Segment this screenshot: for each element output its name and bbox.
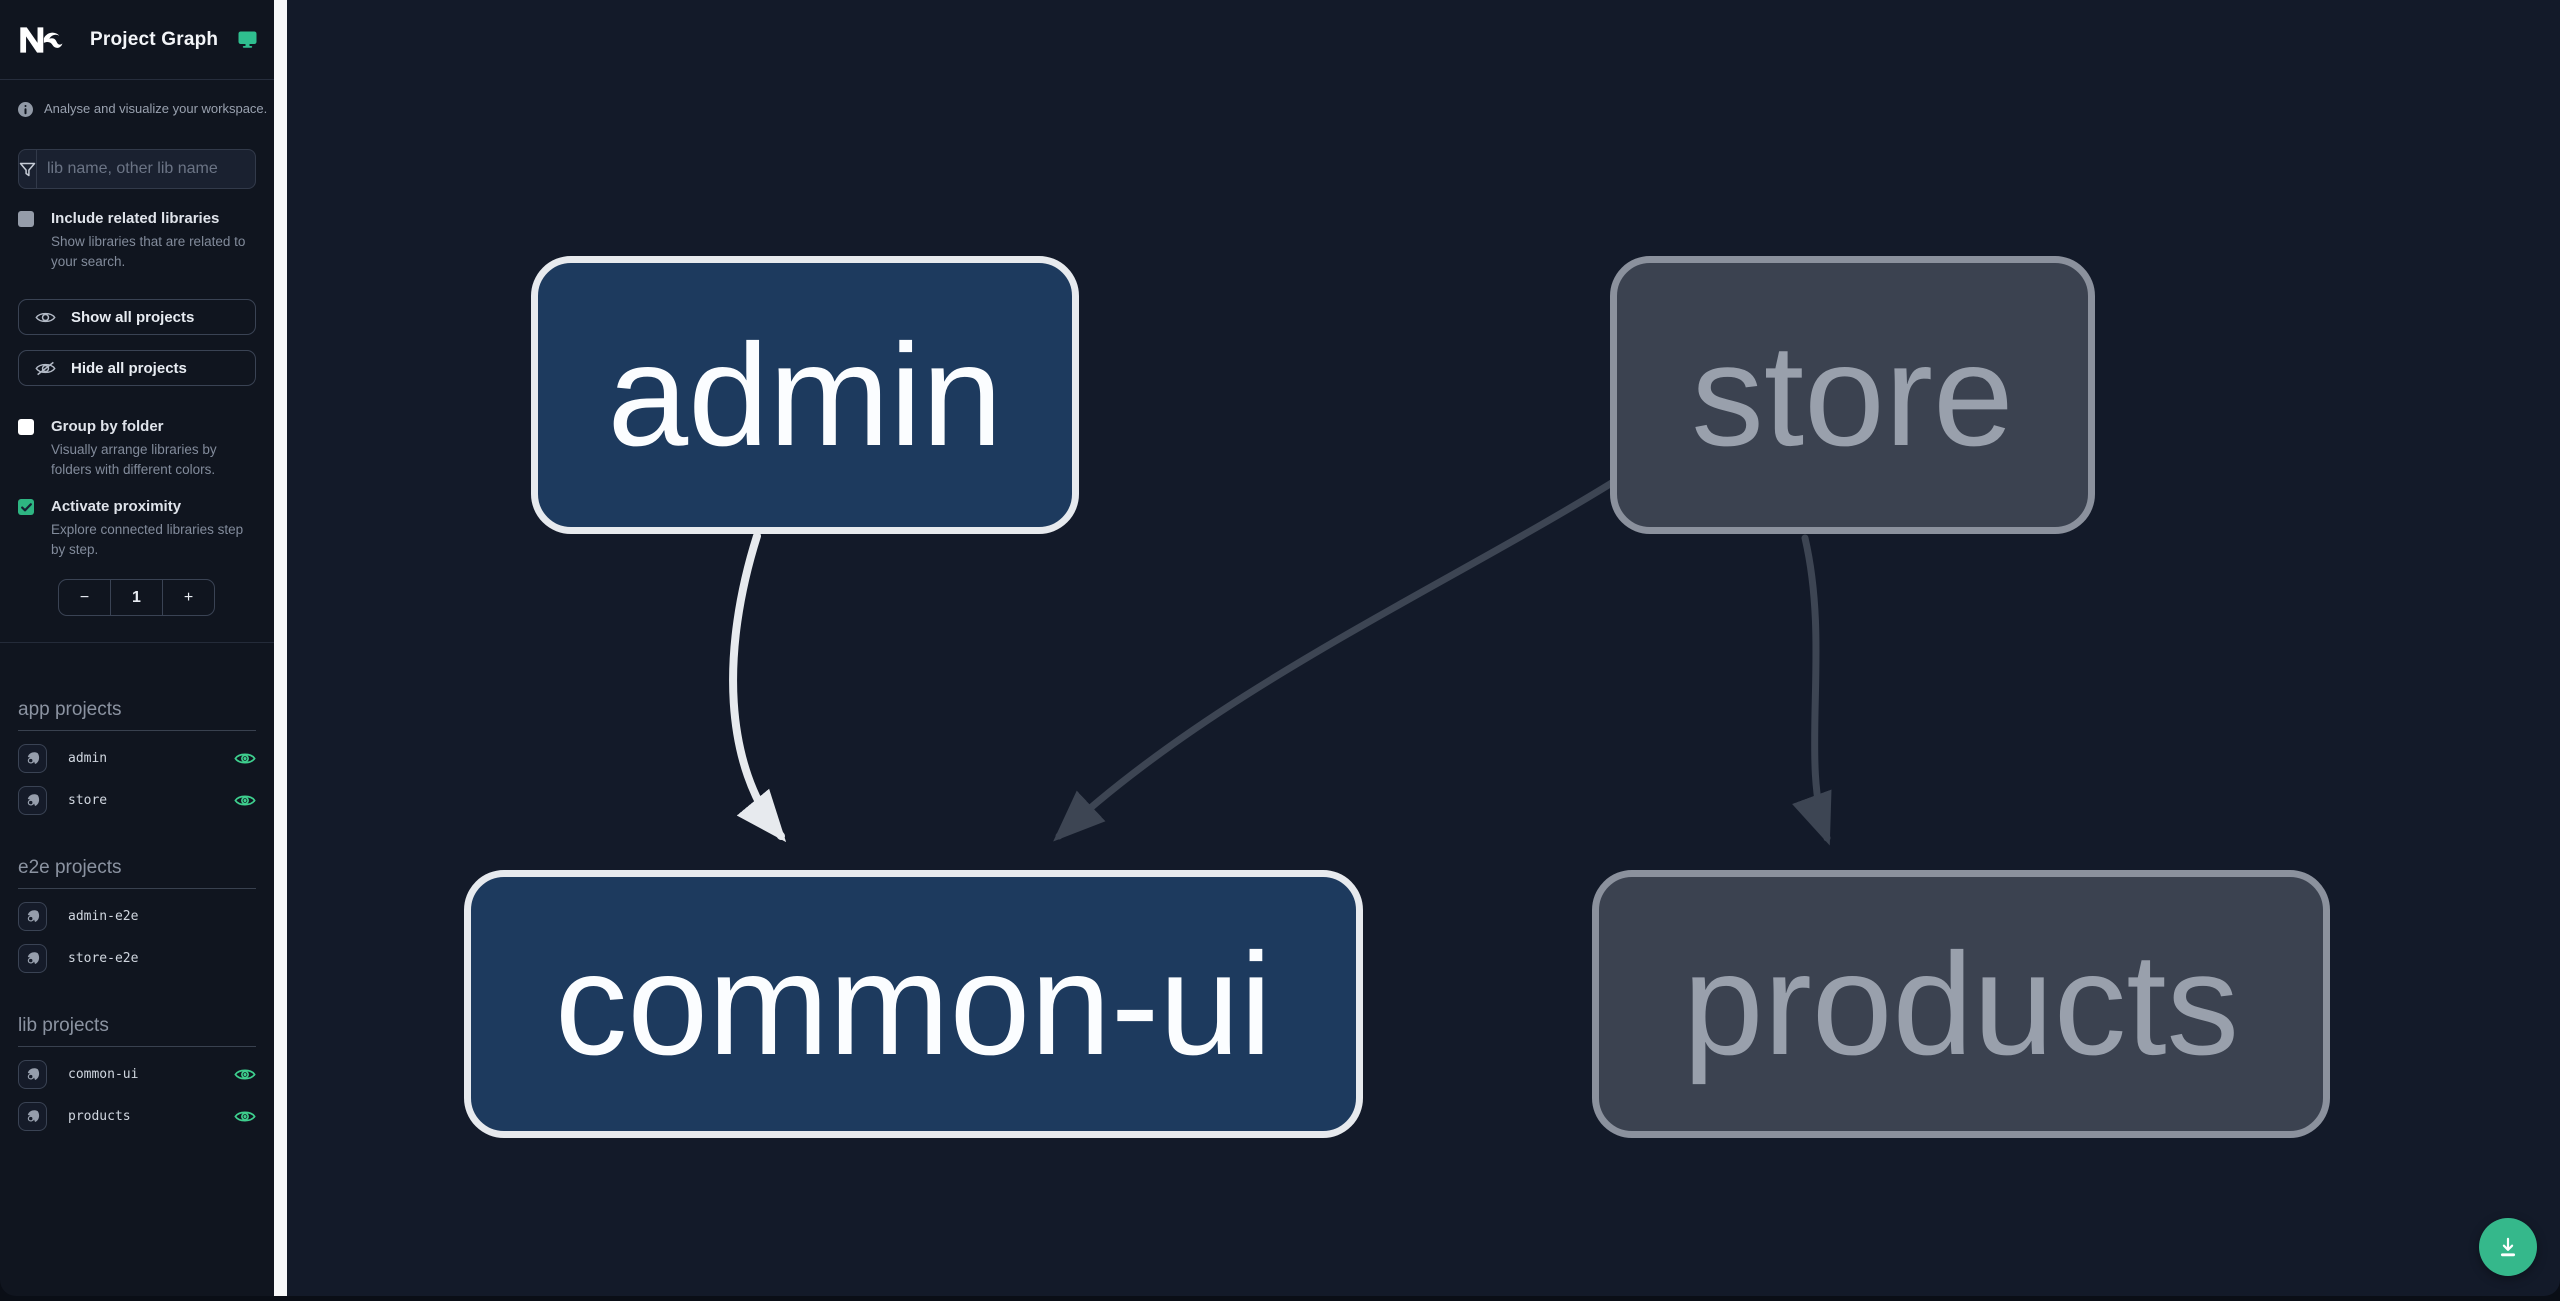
project-name[interactable]: store [68,793,108,809]
eye-icon[interactable] [234,1109,256,1124]
eye-icon[interactable] [234,793,256,808]
depth-value: 1 [110,580,163,616]
edge-admin-to-common-ui [729,532,787,843]
eye-icon[interactable] [234,751,256,766]
graph-node-products[interactable]: products [1592,870,2330,1138]
list-item: admin [18,744,256,774]
node-label: admin [607,313,1003,476]
section-title-app-projects: app projects [18,699,256,732]
activate-proximity-option: Activate proximity Explore connected lib… [18,497,256,559]
graph-node-common-ui[interactable]: common-ui [464,870,1363,1138]
focus-project-button[interactable] [18,1102,47,1132]
checkbox-label: Group by folder [51,418,164,436]
project-name[interactable]: products [68,1109,131,1125]
workspace-tagline-row: Analyse and visualize your workspace. [18,100,267,117]
hide-all-projects-button[interactable]: Hide all projects [18,350,256,387]
project-name[interactable]: store-e2e [68,951,139,967]
project-name[interactable]: admin-e2e [68,909,139,925]
section-title-e2e-projects: e2e projects [18,857,256,890]
graph-edges [729,472,1832,846]
download-icon [2495,1234,2521,1260]
eye-icon[interactable] [234,1067,256,1082]
page-title: Project Graph [90,28,219,50]
button-label: Show all projects [71,308,195,326]
group-by-folder-checkbox[interactable] [18,419,34,436]
eye-icon [35,310,56,325]
eye-off-icon [35,361,56,376]
graph-node-admin[interactable]: admin [531,256,1079,534]
monitor-icon[interactable] [238,31,257,48]
checkbox-description: Show libraries that are related to your … [51,234,246,269]
decrement-button[interactable]: − [79,588,90,606]
focus-project-button[interactable] [18,744,47,774]
nx-logo [18,25,64,55]
include-related-option: Include related libraries Show libraries… [18,209,256,271]
graph-node-store[interactable]: store [1610,256,2095,534]
checkbox-label: Activate proximity [51,498,182,516]
node-label: common-ui [554,922,1273,1085]
edge-store-to-products [1792,534,1832,846]
group-by-folder-option: Group by folder Visually arrange librari… [18,417,256,479]
sidebar: Project Graph Analyse and visualize your… [0,0,274,1296]
section-divider [0,642,274,644]
increment-button[interactable]: + [183,588,194,606]
edge-store-to-common-ui [1053,472,1627,842]
info-icon [18,102,33,117]
list-item: products [18,1102,256,1132]
list-item: store-e2e [18,944,256,974]
section-title-lib-projects: lib projects [18,1015,256,1048]
project-filter [18,149,256,189]
list-item: store [18,786,256,816]
node-label: store [1691,313,2014,476]
proximity-depth-stepper: − 1 + [58,579,215,617]
activate-proximity-checkbox[interactable] [18,499,34,516]
checkbox-description: Explore connected libraries step by step… [51,522,244,557]
project-list: app projects admin store e2e proj [0,643,274,1296]
focus-project-button[interactable] [18,944,47,974]
search-input[interactable] [37,150,255,188]
sidebar-resize-handle[interactable] [274,0,287,1296]
graph-canvas[interactable]: admin store common-ui products [287,0,2560,1296]
button-label: Hide all projects [71,359,187,377]
focus-project-button[interactable] [18,1060,47,1090]
node-label: products [1682,922,2240,1085]
list-item: admin-e2e [18,902,256,932]
list-item: common-ui [18,1060,256,1090]
include-related-checkbox[interactable] [18,211,34,227]
download-graph-button[interactable] [2479,1218,2537,1276]
show-all-projects-button[interactable]: Show all projects [18,299,256,336]
checkbox-label: Include related libraries [51,210,220,227]
focus-project-button[interactable] [18,786,47,816]
project-name[interactable]: admin [68,751,108,767]
project-name[interactable]: common-ui [68,1067,139,1083]
checkbox-description: Visually arrange libraries by folders wi… [51,442,217,477]
sidebar-header: Project Graph [0,0,274,80]
focus-project-button[interactable] [18,902,47,932]
workspace-tagline: Analyse and visualize your workspace. [44,101,268,116]
funnel-icon [19,150,37,188]
